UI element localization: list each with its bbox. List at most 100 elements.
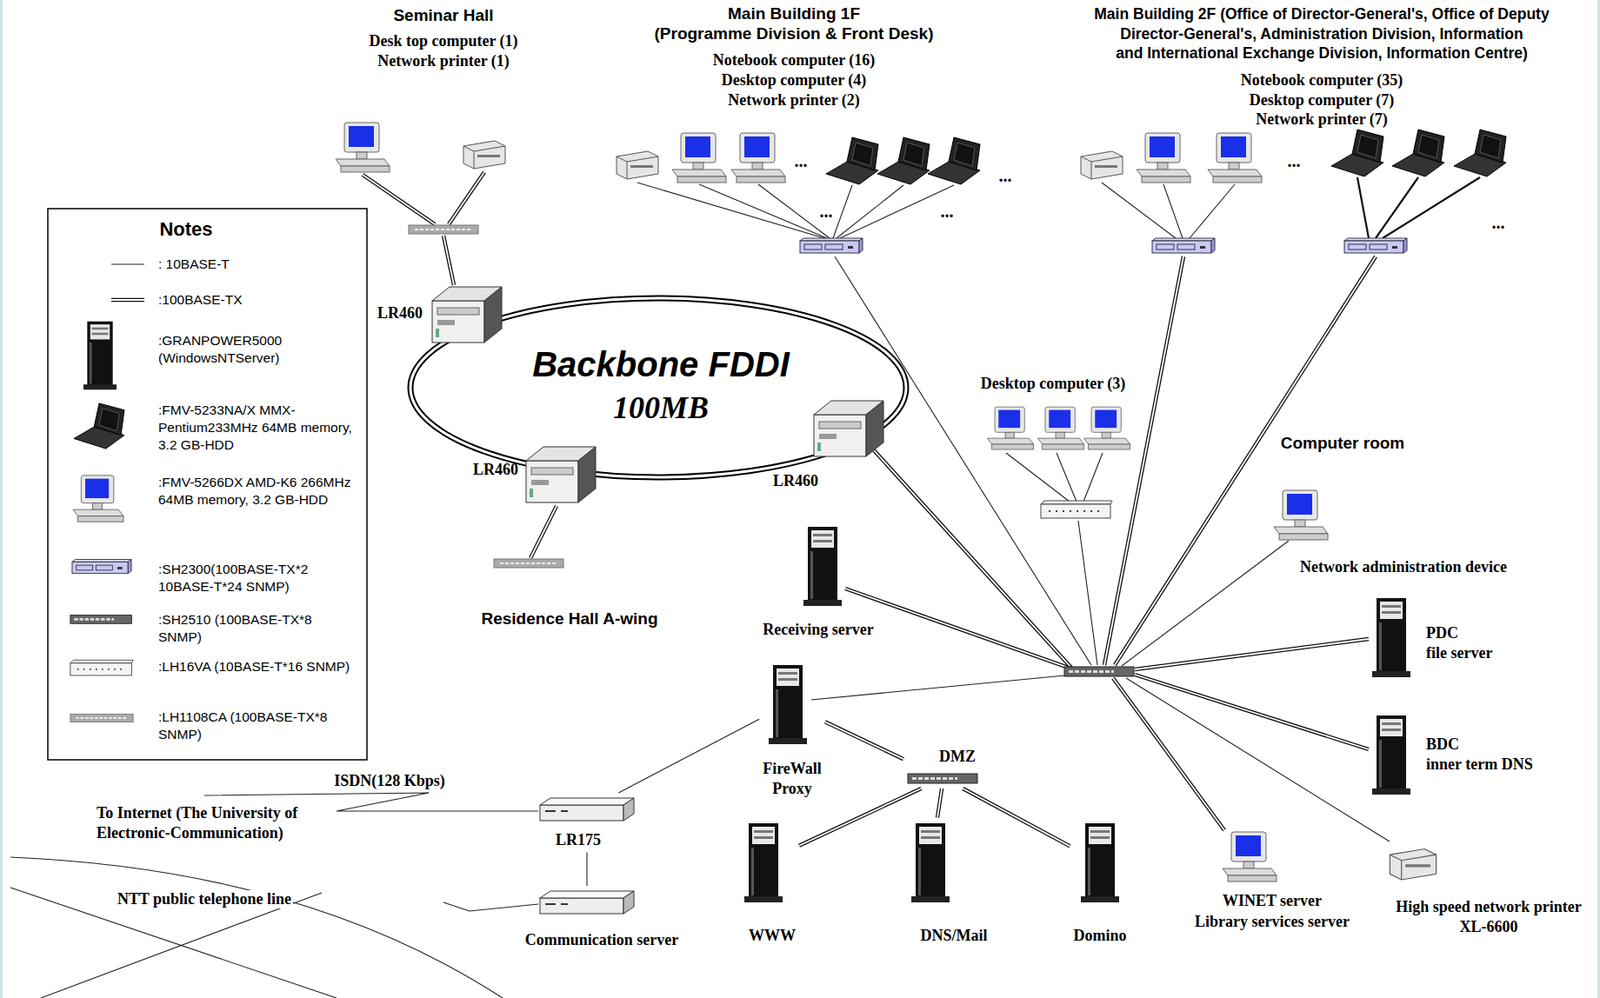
device-symbol [877, 137, 930, 185]
annotation-label: NTT public telephone line [115, 890, 294, 909]
device-icon [766, 663, 810, 747]
network-cable [618, 719, 760, 794]
cable-line [443, 235, 454, 286]
cable-inner [845, 588, 1079, 672]
legend-text: :LH1108CA (100BASE-TX*8 SNMP) [158, 708, 354, 744]
cable-inner [1134, 639, 1369, 670]
device-icon [810, 397, 887, 460]
device-symbol [72, 560, 132, 574]
device-symbol [1222, 832, 1277, 882]
network-cable [799, 788, 921, 847]
device-node: LR460 [469, 440, 603, 510]
annotation-label: Electronic-Communication) [96, 824, 284, 843]
device-symbol [1083, 406, 1130, 450]
device-symbol [1389, 849, 1436, 880]
device-symbol [672, 133, 727, 183]
cable-line [586, 853, 587, 887]
device-icon [522, 443, 600, 507]
cable-line [834, 256, 1092, 666]
cable-line [962, 788, 1070, 847]
edge-strip [0, 0, 3, 998]
device-symbol [408, 225, 479, 234]
device-symbol [731, 133, 786, 183]
device-label: Network administration device [1300, 558, 1507, 577]
device-count: Desktop computer (4) [721, 71, 867, 90]
ellipsis-mark: ... [999, 166, 1013, 187]
device-node: Domino [1069, 818, 1130, 949]
device-symbol [1273, 490, 1328, 540]
device-label: Domino [1073, 926, 1127, 946]
device-label: 100MB [613, 389, 709, 427]
device-label: LR460 [773, 472, 819, 491]
device-symbol [73, 475, 124, 522]
section-title: Seminar Hall [393, 6, 494, 26]
network-cable [962, 788, 1070, 847]
cable-inner [825, 721, 904, 760]
device-node: PDCfile server [1366, 593, 1496, 683]
device-symbol [335, 122, 390, 173]
ellipsis-mark: ... [1492, 213, 1506, 234]
device-node: LR460 [373, 280, 509, 350]
device-symbol [1453, 129, 1507, 177]
cable-line [1134, 639, 1369, 670]
network-cable [825, 721, 904, 760]
device-label: Proxy [772, 780, 813, 799]
device-symbol [493, 559, 564, 568]
cable-line [530, 506, 557, 559]
network-cable [937, 788, 942, 819]
device-symbol [911, 823, 950, 903]
device-symbol [927, 137, 980, 185]
device-symbol [540, 891, 634, 914]
cable-inner [799, 788, 921, 847]
device-icon [908, 821, 953, 905]
cable-inner [1113, 678, 1225, 831]
device-label: FireWall [762, 760, 822, 779]
legend-box [47, 208, 367, 760]
legend-text: :GRANPOWER5000 (WindowsNTServer) [158, 332, 354, 367]
cable-line [1121, 540, 1289, 667]
device-count: Network printer (2) [727, 91, 860, 110]
device-symbol [1372, 715, 1411, 795]
device-symbol [1392, 129, 1445, 177]
cable-line [618, 719, 760, 794]
device-count: Desk top computer (1) [368, 32, 518, 51]
device-icon [906, 771, 980, 786]
ellipsis-mark: ... [794, 151, 808, 172]
legend-text: :FMV-5233NA/X MMX-Pentium233MHz 64MB mem… [158, 401, 354, 454]
cable-line [845, 588, 1079, 672]
section-title: Main Building 2F (Office of Director-Gen… [1093, 5, 1549, 24]
legend-text: : 10BASE-T [158, 255, 354, 274]
device-count: Desktop computer (7) [1249, 91, 1395, 110]
cable-line [1357, 177, 1480, 239]
device-symbol [800, 238, 863, 254]
network-cable [586, 853, 588, 887]
device-symbol [1372, 598, 1411, 678]
cable-line [1078, 520, 1098, 666]
device-symbol [463, 140, 506, 169]
device-label: LR460 [473, 460, 519, 480]
cable-line [937, 788, 942, 819]
cable-line [637, 182, 954, 239]
section-title: Director-General's, Administration Divis… [1120, 25, 1523, 44]
cable-line [799, 788, 921, 847]
device-count: Desktop computer (3) [980, 374, 1127, 394]
device-label: Library services server [1194, 913, 1350, 932]
section-title: Residence Hall A-wing [480, 609, 658, 629]
ellipsis-mark: ... [940, 201, 954, 222]
cable-line [362, 174, 435, 225]
device-node: DMZ [903, 744, 984, 790]
device-label: DMZ [939, 747, 976, 767]
device-symbol [1207, 133, 1262, 183]
device-node: BDCinner term DNS [1366, 710, 1537, 800]
section-title: Computer room [1280, 433, 1406, 454]
legend-text: :100BASE-TX [158, 291, 354, 309]
device-node: WINET serverLibrary services server [1191, 826, 1354, 935]
legend-text: :SH2510 (100BASE-TX*8 SNMP) [158, 611, 354, 647]
device-node: Receiving server [759, 521, 877, 643]
device-symbol [83, 321, 117, 391]
cable-line [10, 887, 337, 998]
device-symbol [73, 403, 125, 449]
device-label: Backbone FDDI [532, 345, 790, 385]
device-label: PDC [1426, 624, 1459, 643]
